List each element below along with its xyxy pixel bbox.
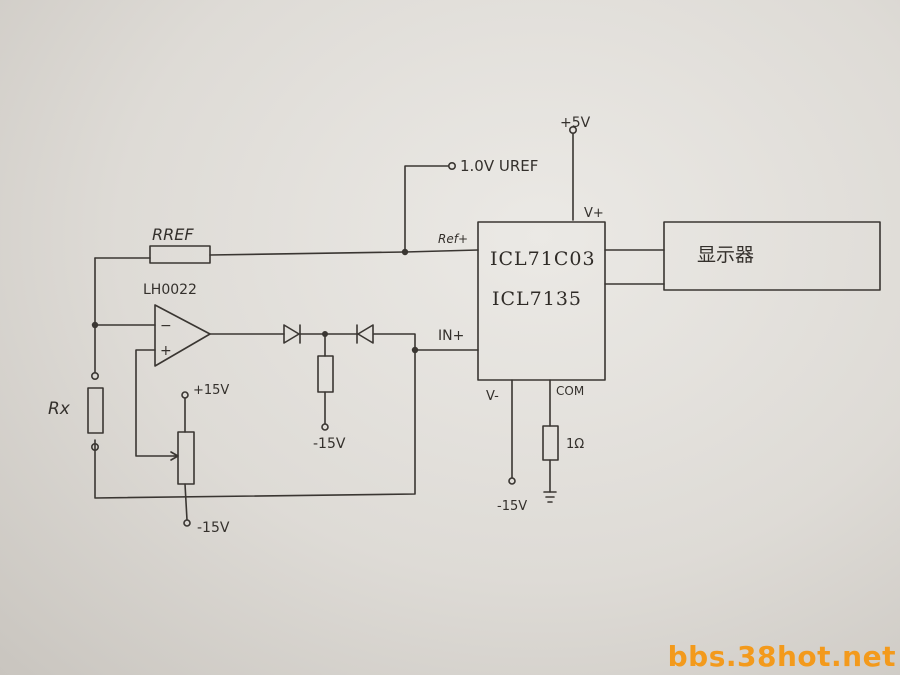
display-label: 显示器 (697, 244, 754, 266)
rref-label: RREF (152, 225, 194, 244)
pot-bottom-supply-label: -15V (197, 520, 230, 536)
junction-inverting (91, 321, 99, 329)
opamp-plus-sign: + (160, 343, 172, 359)
uref-label: 1.0V UREF (460, 157, 538, 175)
vplus-supply-label: +5V (560, 115, 591, 131)
com-resistor (542, 425, 559, 461)
rx-terminal-top (91, 371, 100, 380)
junction-in-plus (411, 346, 419, 354)
opamp-label: LH0022 (143, 282, 197, 298)
ground-icon (543, 491, 557, 503)
ref-pin-label: Ref+ (438, 232, 468, 246)
vplus-terminal (568, 126, 577, 135)
site-watermark: bbs.38hot.net (667, 640, 896, 673)
vminus-pin-label: V- (486, 389, 499, 404)
com-resistor-label: 1Ω (566, 437, 584, 452)
wire-noninverting-input (135, 349, 175, 457)
pot-wiper-arrow-icon (170, 451, 179, 461)
diode-resistor (317, 355, 334, 393)
opamp-triangle (154, 304, 211, 367)
junction-diodes (322, 331, 328, 337)
adc-chip (477, 221, 606, 381)
opamp-minus-sign: − (160, 318, 172, 334)
diode-2-icon (356, 324, 374, 344)
wire-ref-rail (94, 249, 479, 259)
pot-bottom-terminal (183, 519, 191, 527)
pot-top-terminal (181, 391, 189, 399)
chip-label-1: ICL71C03 (490, 248, 596, 270)
wire-display-bus (604, 249, 665, 285)
wire-uref-tap (404, 165, 449, 253)
diode-1-icon (283, 324, 301, 344)
rx-label: Rx (48, 399, 71, 419)
wire-diode-chain (209, 333, 479, 351)
wire-pot-leads (184, 397, 188, 521)
potentiometer (177, 431, 195, 485)
junction-uref (401, 248, 409, 256)
rx-terminal-bottom (91, 442, 100, 451)
diode-res-terminal (321, 423, 329, 431)
diode-res-supply-label: -15V (313, 436, 346, 452)
rx-resistor (87, 387, 104, 434)
pot-top-supply-label: +15V (193, 383, 229, 398)
rref-resistor (149, 245, 211, 264)
uref-terminal (447, 162, 456, 171)
display-box (663, 221, 881, 291)
in-pin-label: IN+ (438, 328, 464, 344)
wire-left-rail (94, 257, 416, 499)
chip-label-2: ICL7135 (492, 288, 582, 310)
vminus-terminal (508, 477, 516, 485)
vminus-supply-label: -15V (497, 499, 527, 514)
vplus-pin-label: V+ (584, 206, 604, 221)
com-pin-label: COM (556, 384, 584, 398)
